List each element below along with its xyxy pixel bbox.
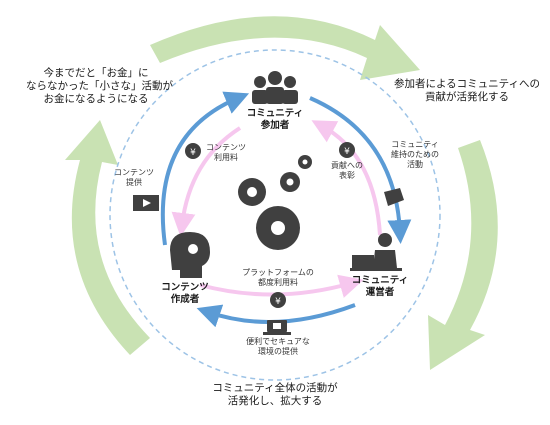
video-icon — [133, 195, 159, 211]
yen-bag-icon-contents-fee: ¥ — [185, 143, 201, 159]
flow-label-contents-fee: コンテンツ 利用料 — [206, 143, 246, 162]
flow-label-platform-fee: プラットフォームの 都度利用料 — [242, 268, 314, 287]
yen-symbol: ¥ — [344, 147, 350, 157]
pink-arrow-operator-to-participant — [311, 120, 382, 236]
node-community-participant: コミュニティ 参加者 — [246, 108, 304, 131]
flow-label-secure-environment: 便利でセキュアな 環境の提供 — [246, 337, 310, 356]
flow-label-contents-provide: コンテンツ 提供 — [114, 168, 154, 187]
node-community-operator: コミュニティ 運営者 — [351, 275, 409, 298]
yen-symbol: ¥ — [190, 148, 196, 158]
yen-symbol: ¥ — [275, 297, 281, 307]
laptop-lock-icon — [263, 320, 291, 335]
people-group-icon — [252, 71, 298, 104]
operator-desk-icon — [350, 233, 402, 271]
text-contribution-activated: 参加者によるコミュニティへの 貢献が活発化する — [393, 78, 541, 104]
node-content-creator: コンテンツ 作成者 — [161, 282, 209, 305]
outer-green-cycle — [65, 16, 498, 370]
text-community-expands: コミュニティ全体の活動が 活発化し、拡大する — [212, 382, 338, 408]
pink-arrow-participant-to-creator — [171, 126, 242, 237]
outer-arrow-left — [65, 120, 150, 355]
outer-arrow-right — [428, 140, 498, 370]
outer-arrow-top — [150, 16, 420, 81]
head-idea-icon — [170, 232, 210, 278]
blue-arrow-participant-to-operator — [309, 96, 412, 244]
gears-icon — [238, 155, 312, 250]
flow-label-maintenance-activity: コミュニティ 維持のための 活動 — [391, 140, 439, 169]
yen-bag-icon-platform-fee: ¥ — [270, 292, 286, 308]
text-small-activities-become-money: 今までだと「お金」に ならなかった「小さな」活動が お金になるようになる — [26, 67, 173, 106]
blue-arrow-operator-to-creator — [196, 303, 356, 328]
yen-bag-icon-contribution: ¥ — [339, 142, 355, 158]
hand-gift-icon — [384, 188, 404, 206]
flow-label-contribution-award: 貢献への 表彰 — [331, 161, 363, 180]
dashed-community-circle — [109, 49, 441, 381]
blue-arrow-creator-to-participant — [160, 91, 250, 246]
